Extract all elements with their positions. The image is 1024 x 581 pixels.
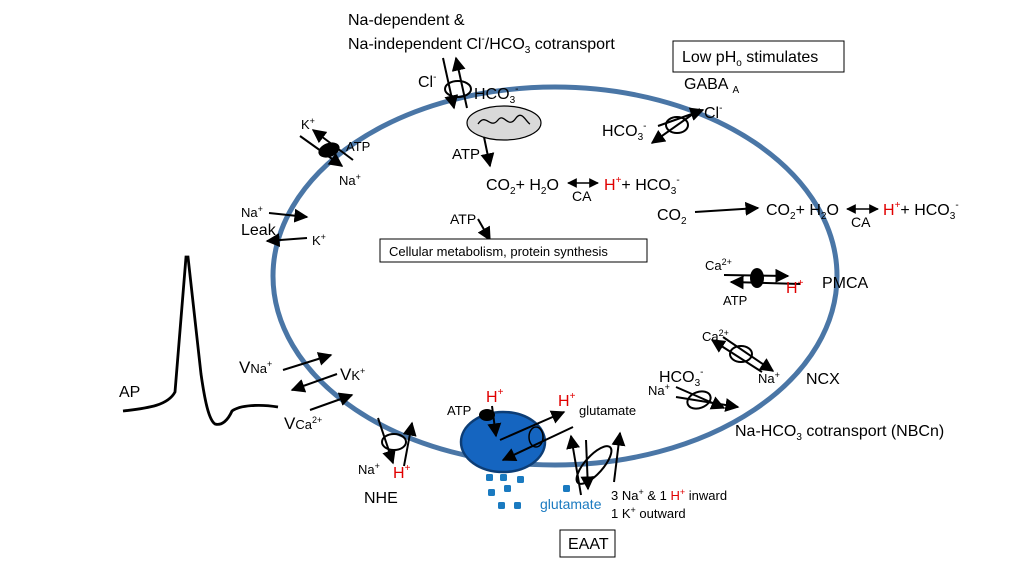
h-label-vesicle-1: H+: [486, 387, 504, 406]
nbcn-lower-arrow: [675, 396, 740, 412]
gaba-cl-label: Cl-: [704, 103, 722, 122]
nhe-na-arrow: [377, 417, 396, 465]
metabolism-label: Cellular metabolism, protein synthesis: [389, 244, 608, 259]
eaat-inward-arrow-2: [611, 431, 626, 483]
eaat-box: [559, 529, 616, 558]
leak-label: Leak: [241, 222, 277, 239]
co2-diffusion-label: CO2: [657, 207, 687, 227]
pmca-label: PMCA: [822, 275, 869, 292]
atp-label-nak: ATP: [346, 139, 370, 154]
pmca-pump: [750, 268, 764, 288]
na-label-ncx: Na+: [758, 370, 780, 386]
action-potential-trace: [122, 255, 279, 426]
eaat-transporter: [575, 445, 613, 485]
co2-outward-arrow: [694, 201, 760, 216]
vesicle-transporter: [528, 426, 544, 448]
co2-equation-outer: CO2+ H2O: [766, 202, 839, 222]
k-label-nak: K+: [301, 116, 315, 132]
k-label-leak: K+: [312, 232, 326, 248]
na-label-leak: Na+: [241, 204, 263, 220]
hco3-outward-arrow: [451, 56, 468, 109]
glutamate-in-vesicle-arrow: [501, 426, 574, 461]
h-label-pmca: H+: [786, 278, 804, 297]
h-out-vesicle-arrow: [499, 410, 566, 441]
glutamate-label-vesicle: glutamate: [579, 403, 636, 418]
na-independent-label: Na-independent Cl-/HCO3 cotransport: [348, 34, 615, 56]
na-label-nak: Na+: [339, 172, 361, 188]
atp-label-vesicle: ATP: [447, 403, 471, 418]
metabolism-box: [379, 238, 648, 263]
eaat-inward-arrow-1: [566, 434, 582, 496]
hco3-label-nbcn: HCO3-: [659, 367, 703, 389]
cell-membrane: [270, 84, 840, 468]
atp-label-pmca: ATP: [723, 293, 747, 308]
ap-label: AP: [119, 384, 140, 401]
synaptic-vesicle: [459, 410, 547, 474]
cl-hco3-transporter: [444, 80, 472, 98]
h-hco3-inner: H++ HCO3-: [604, 175, 680, 197]
na-label-nbcn: Na+: [648, 382, 670, 398]
vesicle-proton-pump: [479, 409, 495, 421]
nbcn-upper-arrow: [675, 386, 726, 410]
h-label-vesicle-2: H+: [558, 391, 576, 410]
low-ph-box: [672, 40, 845, 73]
atp-arrow-metabolism: [477, 218, 491, 242]
h-label-nhe: H+: [393, 463, 411, 482]
na-label-nhe: Na+: [358, 461, 380, 477]
v-na-label: VNa+: [239, 358, 272, 377]
eaat-outward-label: 1 K+ outward: [611, 505, 686, 521]
ca-label-outer: CA: [851, 214, 871, 230]
hco3-label-top: HCO3-: [474, 84, 518, 106]
v-na-arrow: [282, 352, 333, 371]
nhe-exchanger: [381, 433, 407, 451]
na-k-atpase: [318, 142, 340, 158]
k-leak-arrow: [265, 233, 308, 248]
eaat-inward-label: 3 Na+ & 1 H+ inward: [611, 487, 727, 503]
mitochondrion-crista: [477, 114, 531, 125]
ca-label-inner: CA: [572, 188, 592, 204]
v-k-arrow: [290, 373, 338, 393]
low-ph-label: Low pHo stimulates: [682, 49, 818, 69]
ncx-exchanger: [729, 345, 753, 363]
nhe-h-arrow: [402, 421, 417, 467]
glutamate-label-extracellular: glutamate: [540, 496, 602, 512]
atp-label-metabolism: ATP: [450, 211, 476, 227]
h-hco3-outer: H++ HCO3-: [883, 200, 959, 222]
gaba-hco3-label: HCO3-: [602, 121, 646, 143]
ca-label-pmca: Ca2+: [705, 257, 732, 273]
co2-equation-inner: CO2+ H2O: [486, 177, 559, 197]
atp-label-mito: ATP: [452, 146, 480, 163]
na-ncx-arrow: [710, 339, 763, 373]
na-leak-arrow: [268, 208, 309, 223]
cl-ion-label: Cl-: [418, 72, 436, 91]
mitochondrion: [466, 105, 542, 141]
eaat-label: EAAT: [568, 536, 609, 553]
ca-ncx-arrow: [722, 336, 775, 372]
v-ca-arrow: [309, 392, 354, 411]
h-influx-arrow: [729, 275, 801, 290]
ncx-label: NCX: [806, 371, 840, 388]
nbcn-label: Na-HCO3 cotransport (NBCn): [735, 423, 944, 443]
v-ca-label: VCa2+: [284, 414, 322, 433]
nbcn-cotransporter: [686, 390, 712, 410]
nhe-label: NHE: [364, 490, 398, 507]
v-k-label: VK+: [340, 365, 365, 384]
gaba-a-channel: [665, 116, 689, 134]
h-into-vesicle-arrow: [487, 405, 502, 438]
released-glutamate: [486, 474, 570, 509]
atp-arrow-mito: [480, 136, 495, 168]
na-dependent-label: Na-dependent &: [348, 12, 465, 29]
